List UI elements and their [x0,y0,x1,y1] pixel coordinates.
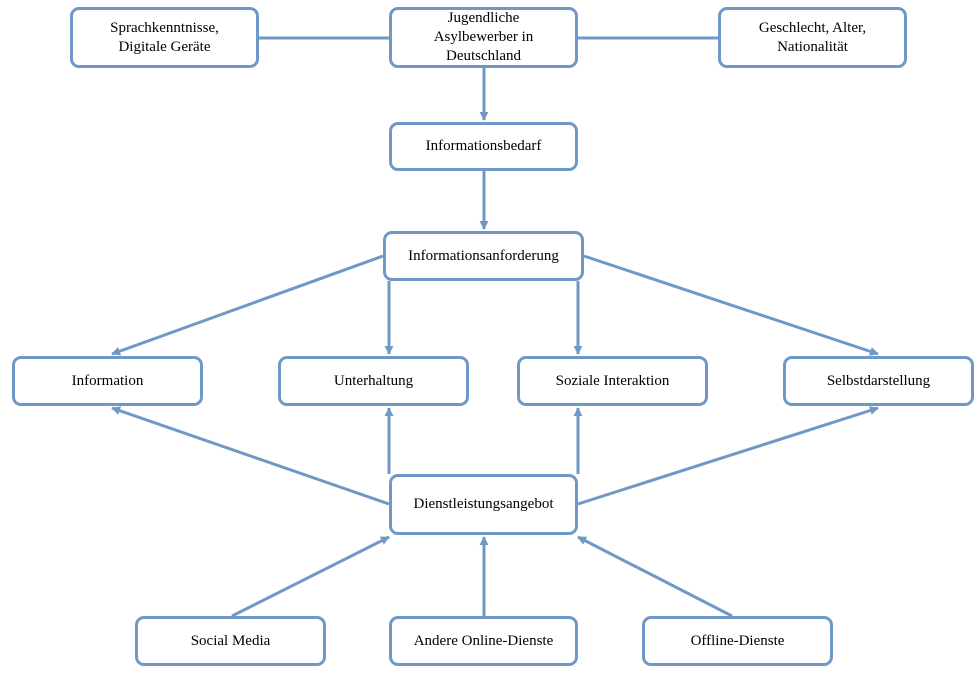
node-sprachkenntnisse: Sprachkenntnisse, Digitale Geräte [70,7,259,68]
edge-anforderung-selbstdarstellung [583,254,879,356]
node-jugendliche-label: Jugendliche Asylbewerber in Deutschland [433,10,534,64]
node-informationsbedarf: Informationsbedarf [389,122,578,171]
node-offline-dienste-label: Offline-Dienste [690,632,785,649]
node-selbstdarstellung: Selbstdarstellung [783,356,974,406]
node-selbstdarstellung-label: Selbstdarstellung [826,372,931,389]
node-andere-online-dienste: Andere Online-Dienste [389,616,578,666]
node-informationsanforderung-label: Informationsanforderung [408,247,559,264]
node-informationsanforderung: Informationsanforderung [383,231,584,281]
node-soziale-interaktion: Soziale Interaktion [517,356,708,406]
node-information: Information [12,356,203,406]
node-andere-online-dienste-label: Andere Online-Dienste [413,632,554,649]
node-unterhaltung: Unterhaltung [278,356,469,406]
edge-anforderung-information [111,254,384,356]
node-sprachkenntnisse-label: Sprachkenntnisse, Digitale Geräte [110,19,219,55]
edge-social-dienst [231,535,390,618]
node-social-media-label: Social Media [190,632,271,649]
node-geschlecht-alter: Geschlecht, Alter, Nationalität [718,7,907,68]
node-dienstleistungsangebot: Dienstleistungsangebot [389,474,578,535]
edge-dienst-selbstdarstellung [577,406,879,506]
node-unterhaltung-label: Unterhaltung [333,372,414,389]
node-offline-dienste: Offline-Dienste [642,616,833,666]
node-geschlecht-label: Geschlecht, Alter, Nationalität [758,19,867,55]
node-social-media: Social Media [135,616,326,666]
node-informationsbedarf-label: Informationsbedarf [425,138,542,154]
node-information-label: Information [71,372,144,389]
node-jugendliche-asylbewerber: Jugendliche Asylbewerber in Deutschland [389,7,578,68]
edge-dienst-information [111,406,390,506]
edge-offline-dienst [577,535,733,618]
node-soziale-interaktion-label: Soziale Interaktion [555,372,670,389]
node-dienstleistungsangebot-label: Dienstleistungsangebot [413,496,554,512]
